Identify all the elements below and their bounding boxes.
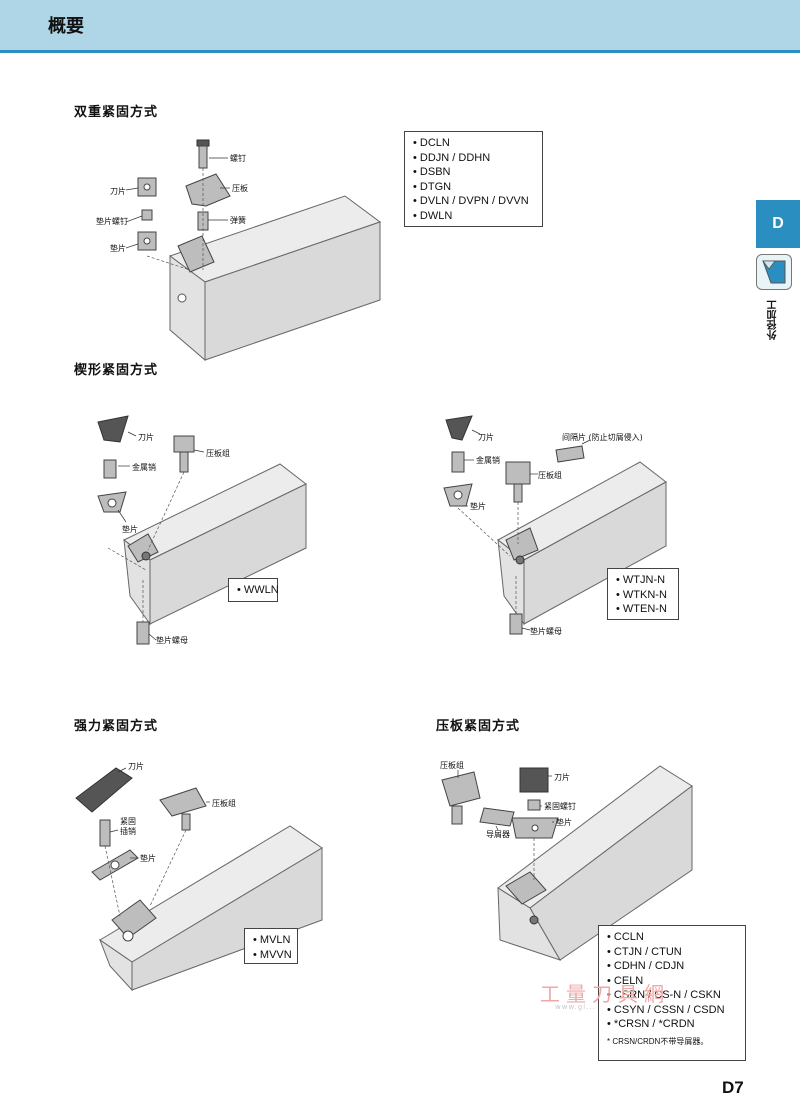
- label-screw: 螺钉: [230, 154, 246, 163]
- model-list-wedge-right: • WTJN-N • WTKN-N • WTEN-N: [607, 568, 679, 620]
- spacer-part: [555, 445, 585, 463]
- model-item: • *CRSN / *CRDN: [607, 1018, 695, 1030]
- model-item: • DDJN / DDHN: [413, 151, 491, 164]
- label-insert: 刀片: [128, 762, 144, 771]
- model-item: • WTKN-N: [616, 588, 667, 601]
- insert-part: [75, 767, 133, 813]
- label-shim: 垫片: [140, 854, 156, 863]
- holder-front: [169, 255, 206, 362]
- label-spacer: 间隔片 (防止切屑侵入): [562, 433, 643, 442]
- model-item: • CSRN / CS-N / CSKN: [607, 989, 721, 1001]
- label-lock-pin-1: 紧固: [120, 817, 136, 826]
- label-clamp-set: 压板组: [538, 471, 562, 480]
- label-insert: 刀片: [138, 433, 154, 442]
- model-item: • DCLN: [413, 137, 450, 149]
- model-item: • CELN: [607, 974, 644, 987]
- label-clamp-set: 压板组: [440, 761, 464, 770]
- insert-part: [97, 415, 129, 443]
- model-item: • DSBN: [413, 166, 451, 178]
- insert-seat: [177, 235, 215, 273]
- model-item: • CTJN / CTUN: [607, 945, 682, 958]
- clamp-part: [185, 173, 231, 207]
- page-title: 概要: [48, 16, 84, 37]
- model-item: • DWLN: [413, 209, 453, 222]
- watermark: 工量刀具網: [540, 982, 670, 1006]
- model-list-wedge-left: • WWLN: [228, 578, 279, 602]
- label-spring: 弹簧: [230, 216, 246, 225]
- label-insert: 刀片: [554, 773, 570, 782]
- holder-front: [98, 938, 133, 992]
- insert-seat: [505, 527, 539, 561]
- label-shim: 垫片: [556, 818, 572, 827]
- model-item: • DTGN: [413, 180, 452, 193]
- section-tab-letter: D: [772, 215, 784, 232]
- model-list-power-clamp: • MVLN • MVVN: [244, 928, 298, 964]
- label-shim-nut: 垫片螺母: [156, 636, 188, 645]
- turning-tool-icon: [756, 254, 792, 290]
- label-shim: 垫片: [110, 244, 126, 253]
- label-metal-pin: 金属销: [476, 456, 500, 465]
- label-lock-pin-2: 插销: [120, 827, 136, 836]
- label-clamp-set: 压板组: [212, 799, 236, 808]
- section-title-power-clamp: 强力紧固方式: [74, 719, 159, 734]
- label-lock-screw: 紧固螺钉: [544, 802, 576, 811]
- model-item: • WTEN-N: [616, 603, 667, 615]
- label-clamp-set: 压板组: [206, 449, 230, 458]
- label-shim-screw: 垫片螺钉: [96, 217, 128, 226]
- shim-screw-part: [141, 209, 153, 221]
- model-item: • DVLN / DVPN / DVVN: [413, 195, 529, 207]
- metal-pin-part: [451, 451, 465, 473]
- model-item: • WTJN-N: [616, 574, 666, 586]
- label-shim-nut: 垫片螺母: [530, 627, 562, 636]
- page-header: 概要: [0, 0, 800, 53]
- model-item: • MVVN: [253, 948, 292, 961]
- clamp-set-part: [159, 787, 207, 817]
- section-title-double-clamp: 双重紧固方式: [74, 105, 159, 120]
- lock-screw-part: [527, 799, 541, 811]
- insert-seat: [127, 533, 159, 563]
- model-item: • MVLN: [253, 934, 291, 946]
- label-metal-pin: 金属销: [132, 463, 156, 472]
- label-shim: 垫片: [470, 502, 486, 511]
- page-number: D7: [722, 1078, 744, 1097]
- clamp-set-part: [441, 771, 481, 807]
- section-title-wedge-clamp: 楔形紧固方式: [74, 363, 159, 378]
- label-clamp: 压板: [232, 184, 248, 193]
- insert-seat: [505, 871, 547, 905]
- model-list-plate-clamp: • CCLN • CTJN / CTUN • CDHN / CDJN • CEL…: [598, 925, 746, 1061]
- insert-part: [445, 415, 473, 441]
- model-list-double-clamp: • DCLN • DDJN / DDHN • DSBN • DTGN • DVL…: [404, 131, 543, 227]
- section-tab-d[interactable]: D: [756, 200, 800, 248]
- label-insert: 刀片: [110, 187, 126, 196]
- label-chip-guide: 导屑器: [486, 830, 510, 839]
- metal-pin-part: [103, 459, 117, 479]
- watermark-url: www.gl...: [555, 1003, 596, 1011]
- chip-guide-part: [479, 807, 515, 827]
- footnote: * CRSN/CRDN不带导屑器。: [607, 1036, 709, 1046]
- section-title-plate-clamp: 压板紧固方式: [436, 719, 521, 734]
- model-item: • CSYN / CSSN / CSDN: [607, 1003, 725, 1016]
- label-insert: 刀片: [478, 433, 494, 442]
- model-item: • WWLN: [237, 584, 279, 596]
- insert-part: [519, 767, 549, 793]
- model-item: • CCLN: [607, 931, 644, 943]
- label-shim: 垫片: [122, 525, 138, 534]
- model-item: • CDHN / CDJN: [607, 960, 685, 972]
- insert-seat: [111, 899, 157, 939]
